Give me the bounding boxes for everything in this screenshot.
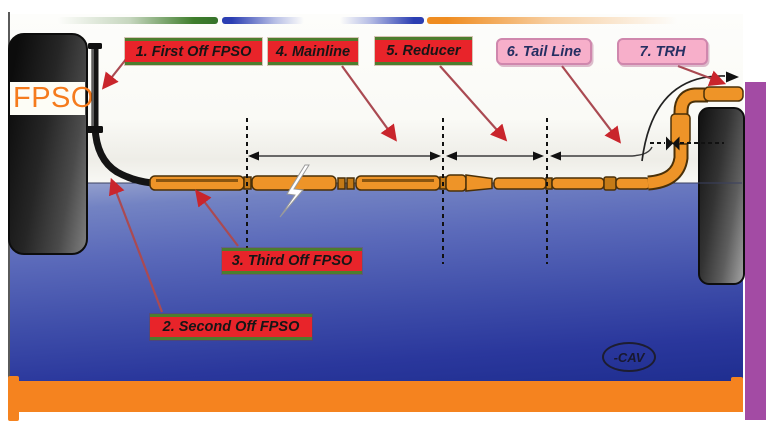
label-second-off-fpso: 2. Second Off FPSO — [150, 314, 312, 340]
label-third-off-fpso: 3. Third Off FPSO — [222, 248, 362, 274]
label-first-off-fpso: 1. First Off FPSO — [125, 38, 262, 65]
fpso-name-plate: FPSO — [10, 82, 93, 115]
fpso-label: FPSO — [13, 82, 94, 114]
accent-bar-blue-right — [340, 17, 424, 24]
accent-bar-green — [58, 17, 218, 24]
label-tail-line: 6. Tail Line — [496, 38, 592, 65]
accent-bar-blue-left — [222, 17, 304, 24]
accent-bar-orange — [427, 17, 677, 24]
label-mainline: 4. Mainline — [268, 38, 358, 65]
cav-stamp: -CAV — [602, 342, 656, 372]
offloading-buoy — [698, 107, 745, 285]
fpso-vessel — [8, 33, 88, 255]
label-reducer: 5. Reducer — [375, 37, 472, 65]
bottom-orange-bar — [8, 381, 743, 412]
right-purple-bar — [745, 82, 766, 420]
label-trh: 7. TRH — [617, 38, 708, 65]
